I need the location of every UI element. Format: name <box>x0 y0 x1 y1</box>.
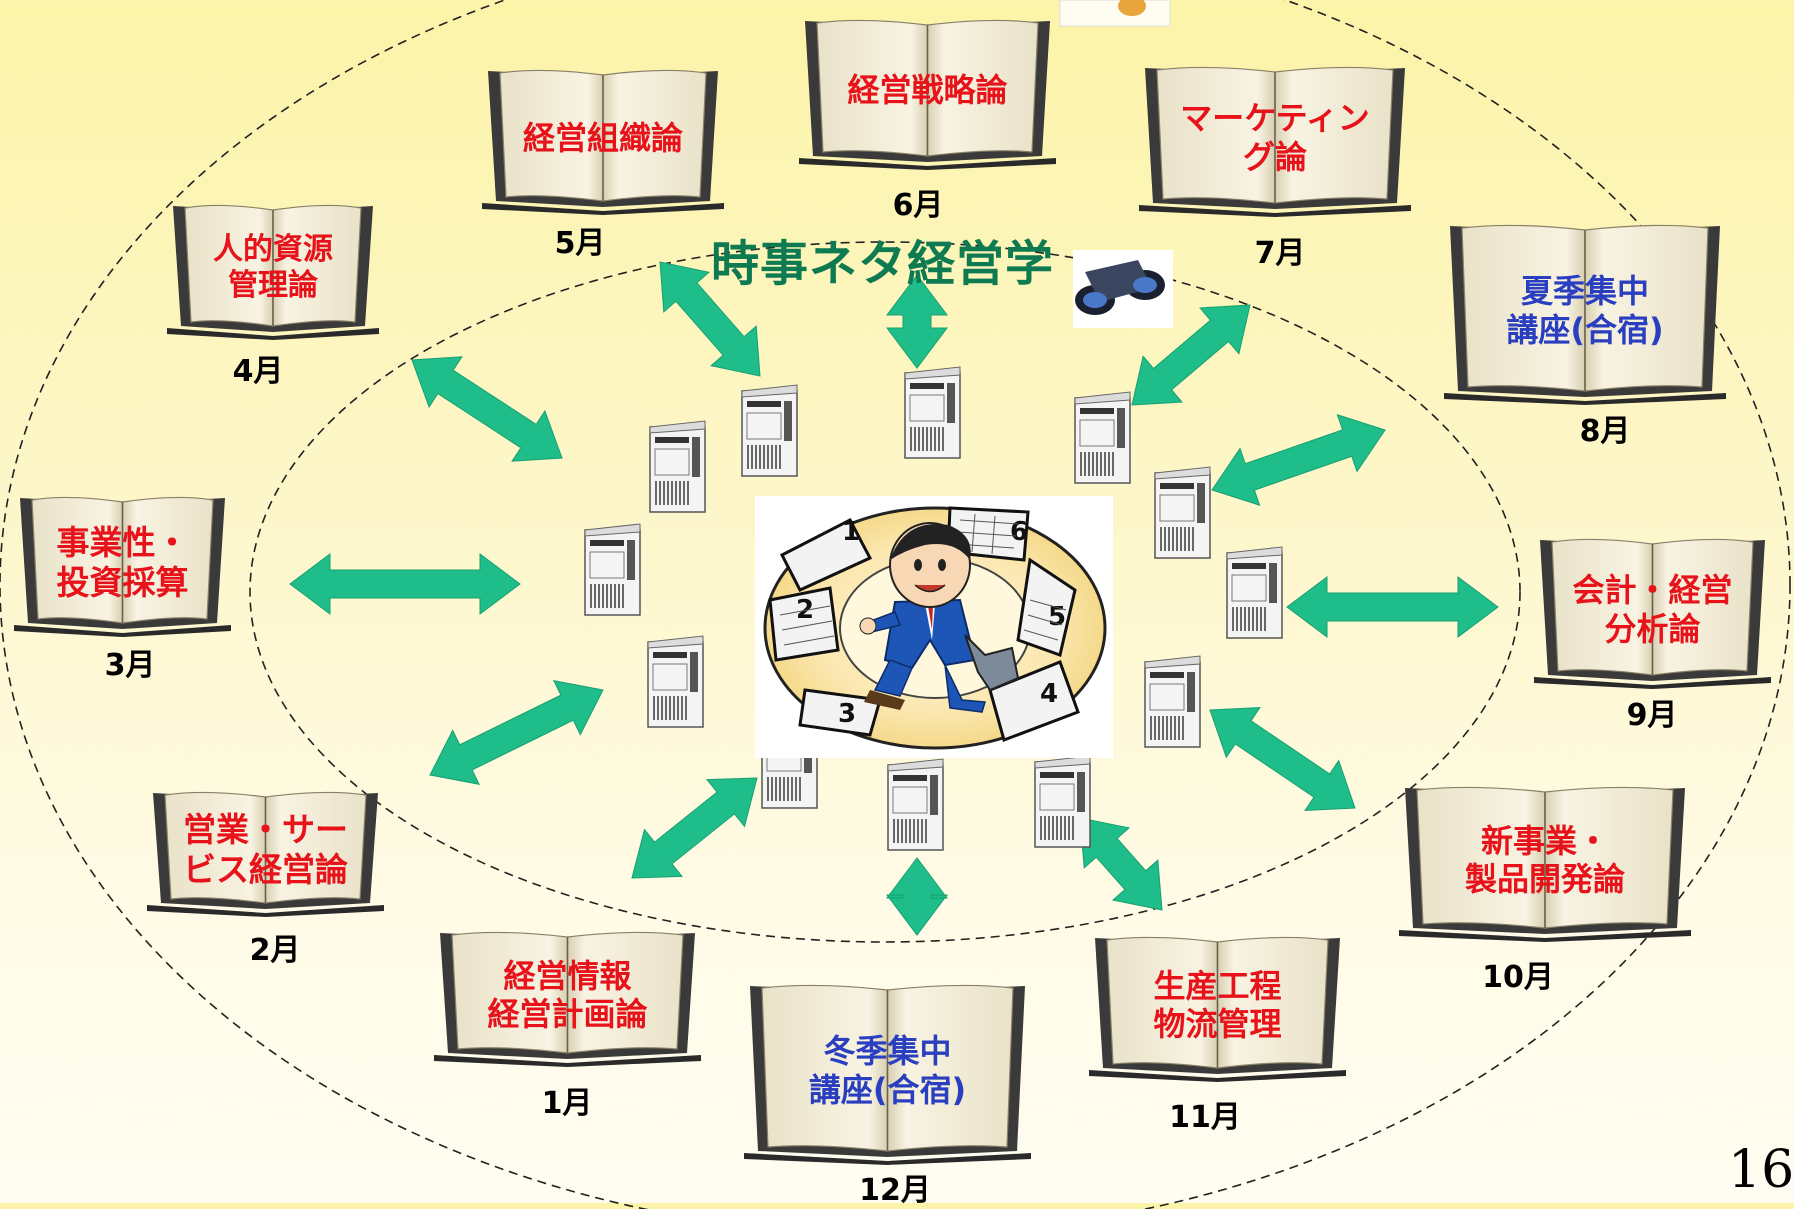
open-book-icon <box>1089 936 1346 1082</box>
subject-title: 事業性・ 投資採算 <box>56 522 189 602</box>
month-label: 5月 <box>554 226 606 261</box>
subject-book: 人的資源 管理論 <box>163 198 383 340</box>
subject-book: 夏季集中 講座(合宿) <box>1440 218 1730 405</box>
double-headed-arrow <box>1209 706 1356 812</box>
double-headed-arrow <box>1079 817 1163 911</box>
subject-title: 会計・経営 分析論 <box>1572 571 1733 648</box>
month-label: 6月 <box>892 188 944 223</box>
inner-dashed-ellipse <box>249 241 1521 943</box>
open-book-icon <box>147 791 384 917</box>
partial-icon-shape <box>1118 0 1146 16</box>
newspaper-icon <box>1226 546 1283 639</box>
month-label: 12月 <box>859 1173 931 1208</box>
open-book-icon <box>744 984 1031 1165</box>
subject-book: 会計・経営 分析論 <box>1530 532 1775 689</box>
month-label: 10月 <box>1482 960 1554 995</box>
open-book-icon <box>482 69 724 215</box>
subject-book: 営業・サー ビス経営論 <box>143 785 388 917</box>
subject-book: 経営組織論 <box>478 63 728 215</box>
subject-title: 新事業・ 製品開発論 <box>1464 821 1625 898</box>
month-label: 4月 <box>232 354 284 389</box>
subject-title: 経営組織論 <box>522 118 683 157</box>
open-book-icon <box>1534 538 1771 689</box>
subject-book: 冬季集中 講座(合宿) <box>740 978 1035 1165</box>
dial-number-4: 4 <box>1040 679 1058 709</box>
open-book-icon <box>14 496 231 637</box>
subject-title: 夏季集中 講座(合宿) <box>1506 272 1664 349</box>
center-title: 時事ネタ経営学 <box>711 236 1055 292</box>
double-headed-arrow <box>631 777 758 879</box>
double-headed-arrow <box>429 680 604 785</box>
double-headed-arrow <box>1286 576 1499 638</box>
subject-book: 新事業・ 製品開発論 <box>1395 780 1695 942</box>
subject-book: マーケティン グ論 <box>1135 60 1415 217</box>
newspaper-icon <box>584 523 641 616</box>
open-book-icon <box>434 931 701 1067</box>
newspaper-icon <box>649 420 706 513</box>
businessman-running-calendar-illustration: 1 2 3 4 5 6 <box>755 496 1113 758</box>
double-headed-arrow <box>886 274 948 369</box>
open-book-icon <box>167 204 379 340</box>
double-headed-arrow <box>289 553 521 615</box>
open-book-icon <box>1399 786 1691 942</box>
open-book-icon <box>1444 224 1726 405</box>
newspapers-group <box>584 366 1283 851</box>
newspaper-icon <box>904 366 961 459</box>
binoculars-icon <box>1073 250 1173 328</box>
dial-number-1: 1 <box>842 517 860 547</box>
subject-book: 経営情報 経営計画論 <box>430 925 705 1067</box>
month-label: 11月 <box>1169 1100 1241 1135</box>
subject-title: 営業・サー ビス経営論 <box>183 810 348 889</box>
page-number: 16 <box>1728 1140 1794 1200</box>
newspaper-icon <box>1154 466 1211 559</box>
double-headed-arrow <box>1211 414 1386 506</box>
double-headed-arrow <box>659 261 761 377</box>
double-headed-arrow <box>886 857 948 936</box>
newspaper-icon <box>887 758 944 851</box>
subject-title: マーケティン グ論 <box>1180 99 1370 176</box>
subject-title: 人的資源 管理論 <box>213 232 333 303</box>
month-label: 9月 <box>1626 698 1678 733</box>
subject-title: 生産工程 物流管理 <box>1153 966 1282 1043</box>
newspaper-icon <box>1074 391 1131 484</box>
newspaper-icon <box>741 384 798 477</box>
subject-title: 経営戦略論 <box>847 71 1008 110</box>
dial-number-3: 3 <box>838 699 856 729</box>
dial-number-6: 6 <box>1010 517 1028 547</box>
month-label: 1月 <box>541 1086 593 1121</box>
double-headed-arrow <box>1131 304 1251 406</box>
open-book-icon <box>1139 66 1411 217</box>
month-label: 2月 <box>249 933 301 968</box>
dial-number-5: 5 <box>1048 602 1066 632</box>
subject-title: 冬季集中 講座(合宿) <box>808 1032 967 1109</box>
double-headed-arrow <box>411 356 563 462</box>
subject-book: 経営戦略論 <box>795 13 1060 170</box>
newspaper-icon <box>647 635 704 728</box>
newspaper-icon <box>1144 655 1201 748</box>
month-label: 8月 <box>1579 414 1631 449</box>
arrows-group <box>289 261 1499 936</box>
subject-book: 事業性・ 投資採算 <box>10 490 235 637</box>
month-label: 3月 <box>104 648 156 683</box>
newspaper-icon <box>1034 755 1091 848</box>
subject-book: 生産工程 物流管理 <box>1085 930 1350 1082</box>
subject-title: 経営情報 経営計画論 <box>487 956 648 1033</box>
month-label: 7月 <box>1254 236 1306 271</box>
partial-icon-top <box>1059 0 1171 27</box>
open-book-icon <box>799 19 1056 170</box>
businessman-figure <box>859 522 1020 713</box>
